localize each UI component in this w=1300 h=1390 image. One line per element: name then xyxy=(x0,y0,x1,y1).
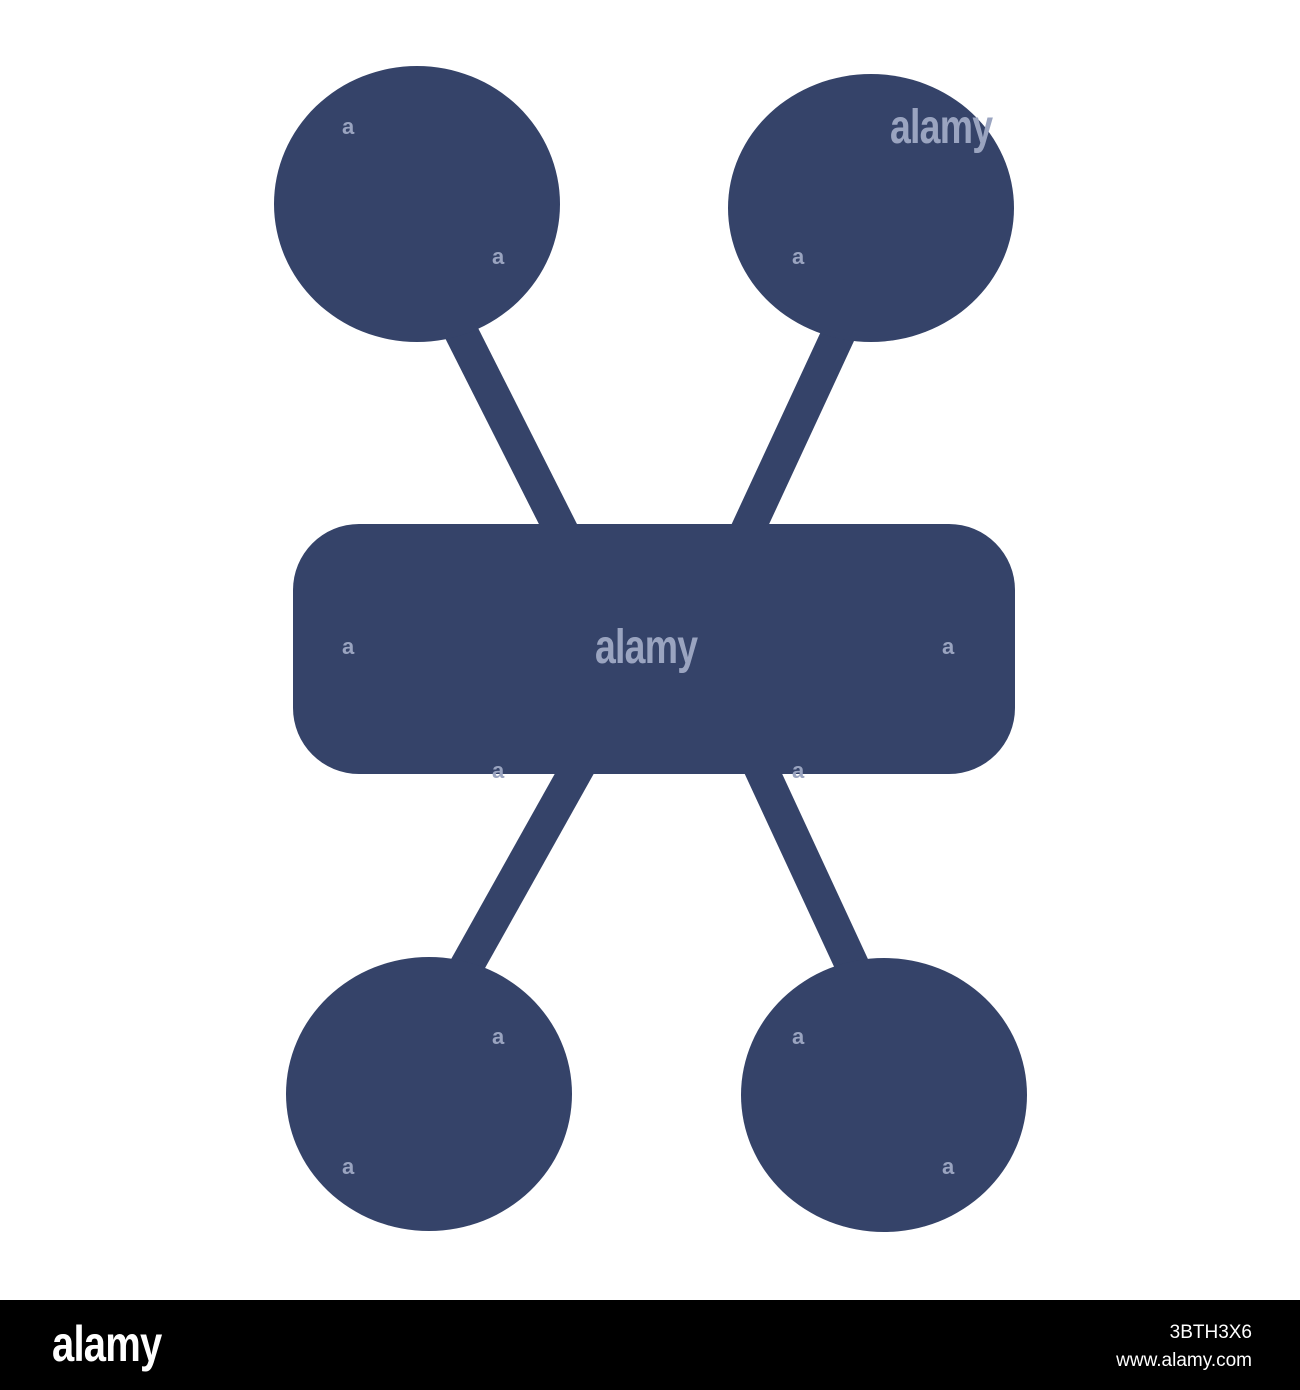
footer-bar: alamy 3BTH3X6 www.alamy.com xyxy=(0,1300,1300,1390)
connector-top-right xyxy=(727,312,861,548)
image-id: 3BTH3X6 xyxy=(1169,1322,1252,1343)
connector-top-left xyxy=(439,312,582,548)
connector-bottom-right xyxy=(741,752,874,986)
node-circle-bottom-right xyxy=(741,958,1027,1232)
hub-rectangle xyxy=(293,524,1015,774)
site-url: www.alamy.com xyxy=(1116,1350,1252,1371)
connector-lines xyxy=(439,312,874,987)
alamy-logo: alamy xyxy=(52,1316,162,1372)
network-hub-icon xyxy=(274,66,1027,1232)
connector-bottom-left xyxy=(445,751,597,987)
node-circle-top-right xyxy=(728,74,1014,342)
node-circle-bottom-left xyxy=(286,957,572,1231)
node-circle-top-left xyxy=(274,66,560,342)
